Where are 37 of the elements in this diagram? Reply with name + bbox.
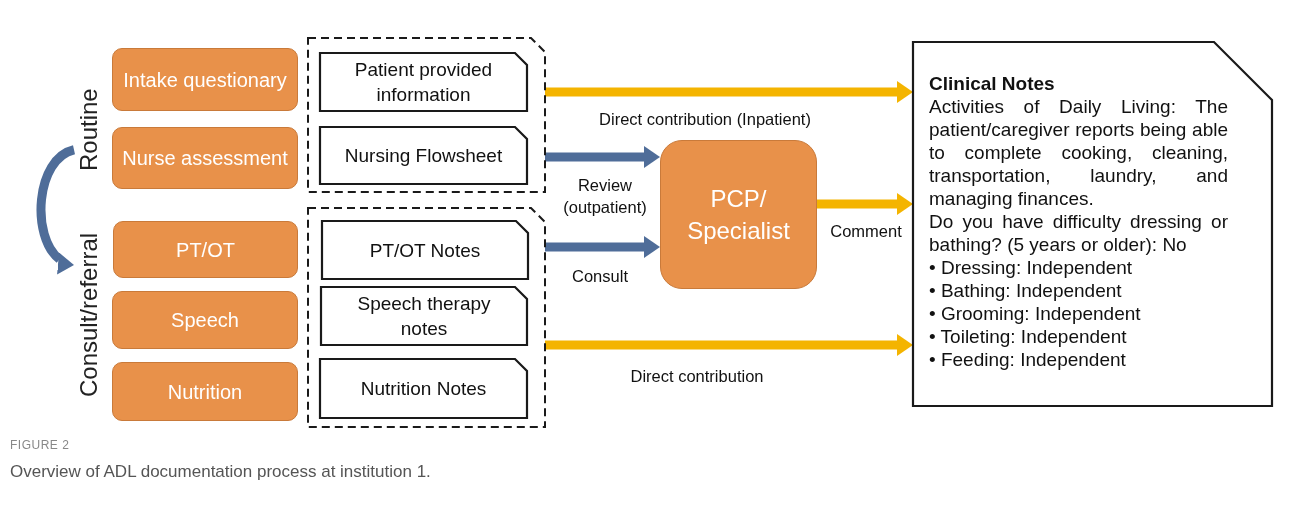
document-shape	[320, 53, 527, 111]
document-shape	[321, 287, 527, 345]
group-label: Routine	[74, 62, 104, 197]
document-label: PT/OT Notes	[369, 238, 481, 263]
note-paragraph: Activities of Daily Living: The patient/caregiver reports being able to complete cooking, cleaning, transportation, laundry, and managing finances.	[929, 95, 1228, 210]
process-box: Nurse assessment	[112, 127, 298, 189]
document-shape	[320, 359, 527, 418]
process-box: Speech	[112, 291, 298, 349]
document-shape	[322, 221, 528, 279]
arrow	[545, 146, 660, 168]
arrow	[36, 145, 76, 272]
document-label: Speech therapy notes	[356, 292, 492, 341]
bullet-item: • Feeding: Independent	[929, 348, 1127, 371]
figure-label: FIGURE 2	[10, 438, 70, 452]
process-box: PT/OT	[113, 221, 298, 278]
note-paragraph: Do you have difficulty dressing or bathing? (5 years or older): No	[929, 210, 1228, 256]
document-label: Patient provided information	[353, 58, 494, 107]
document-shape	[320, 127, 527, 184]
bullet-item: • Toileting: Independent	[929, 325, 1128, 348]
process-box: PCP/ Specialist	[660, 140, 817, 289]
caption-text: Overview of ADL documentation process at institution 1.	[10, 462, 431, 482]
group-label: Consult/referral	[74, 205, 104, 425]
bullet-item: • Grooming: Independent	[929, 302, 1142, 325]
process-box: Intake questionary	[112, 48, 298, 111]
bullet-item: • Bathing: Independent	[929, 279, 1123, 302]
arrow	[545, 236, 660, 258]
document-label: Nursing Flowsheet	[344, 144, 503, 168]
arrow	[545, 334, 913, 356]
document-label: Nutrition Notes	[360, 377, 487, 401]
note-card	[913, 42, 1272, 406]
dashed-group-box	[308, 208, 545, 427]
arrow	[817, 193, 913, 215]
arrow	[545, 81, 913, 103]
dashed-group-box	[308, 38, 545, 192]
note-heading: Clinical Notes	[929, 72, 1056, 95]
process-box: Nutrition	[112, 362, 298, 421]
bullet-item: • Dressing: Independent	[929, 256, 1134, 279]
